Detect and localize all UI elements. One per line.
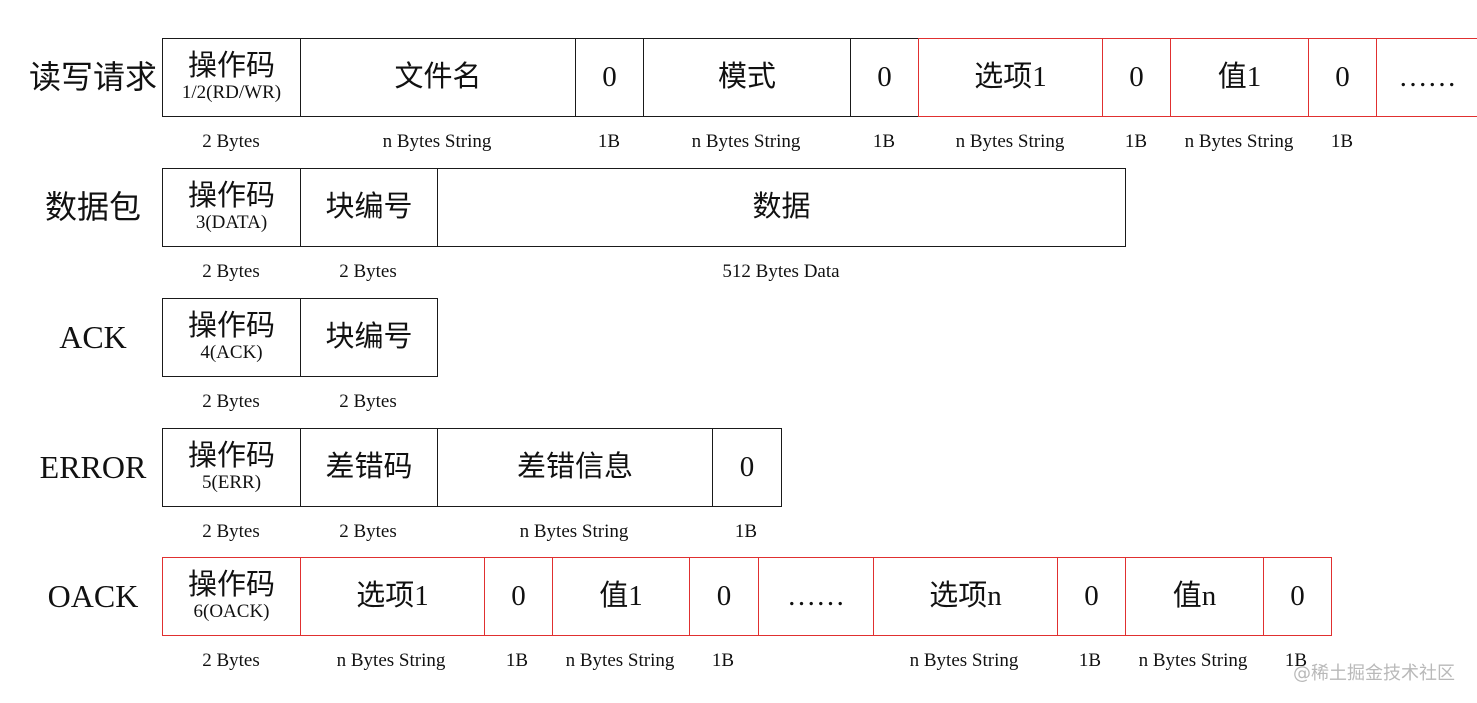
field-name: 0 bbox=[739, 451, 755, 484]
field-cell: 差错信息 bbox=[437, 428, 713, 507]
field-cell: 0 bbox=[1057, 557, 1126, 636]
field-name: 操作码 bbox=[187, 309, 275, 342]
field-size-label: 512 Bytes Data bbox=[722, 261, 840, 282]
field-name: 块编号 bbox=[325, 191, 413, 224]
field-cell: …… bbox=[758, 557, 874, 636]
field-name: 选项n bbox=[929, 580, 1002, 613]
field-size-label: n Bytes String bbox=[1184, 131, 1294, 152]
field-size-label: 1B bbox=[597, 131, 621, 152]
field-size-label: n Bytes String bbox=[691, 131, 801, 152]
field-cell: 0 bbox=[484, 557, 553, 636]
field-size-label: 2 Bytes bbox=[202, 650, 260, 671]
field-cell: 0 bbox=[850, 38, 919, 117]
opcode-value: 6(OACK) bbox=[193, 601, 270, 623]
field-cell: 模式 bbox=[643, 38, 851, 117]
opcode-value: 1/2(RD/WR) bbox=[181, 82, 282, 104]
field-cell: 选项n bbox=[873, 557, 1058, 636]
field-cell: 0 bbox=[689, 557, 759, 636]
field-size-label: 2 Bytes bbox=[202, 391, 260, 412]
field-size-label: 2 Bytes bbox=[202, 131, 260, 152]
watermark: @稀土掘金技术社区 bbox=[1293, 663, 1455, 684]
field-size-label: 1B bbox=[1284, 650, 1308, 671]
field-name: 差错码 bbox=[325, 451, 413, 484]
field-cell: …… bbox=[1376, 38, 1477, 117]
field-name: …… bbox=[1398, 61, 1457, 94]
row-label: ACK bbox=[59, 318, 127, 355]
field-cell: 0 bbox=[712, 428, 782, 507]
field-name: 操作码 bbox=[187, 49, 275, 82]
field-size-label: 1B bbox=[711, 650, 735, 671]
field-name: 0 bbox=[877, 61, 892, 94]
field-name: …… bbox=[787, 580, 845, 613]
field-size-label: n Bytes String bbox=[565, 650, 675, 671]
field-size-label: 2 Bytes bbox=[339, 521, 397, 542]
field-cell: 块编号 bbox=[300, 168, 438, 247]
field-cell: 数据 bbox=[437, 168, 1126, 247]
field-size-label: 2 Bytes bbox=[202, 521, 260, 542]
field-name: 0 bbox=[716, 580, 732, 613]
field-cell: 0 bbox=[1308, 38, 1377, 117]
field-name: 操作码 bbox=[187, 179, 275, 212]
field-name: 值1 bbox=[1217, 61, 1262, 94]
field-cell: 文件名 bbox=[300, 38, 576, 117]
field-size-label: 2 Bytes bbox=[202, 261, 260, 282]
field-cell: 块编号 bbox=[300, 298, 438, 377]
field-size-label: n Bytes String bbox=[955, 131, 1065, 152]
field-name: 值1 bbox=[599, 580, 643, 613]
field-name: 0 bbox=[602, 61, 617, 94]
field-cell: 值1 bbox=[1170, 38, 1309, 117]
opcode-value: 3(DATA) bbox=[195, 212, 268, 234]
field-size-label: n Bytes String bbox=[382, 131, 492, 152]
row-label: 读写请求 bbox=[28, 58, 157, 95]
field-name: 值n bbox=[1172, 580, 1217, 613]
field-size-label: 1B bbox=[872, 131, 896, 152]
field-cell: 0 bbox=[1263, 557, 1332, 636]
field-size-label: 2 Bytes bbox=[339, 391, 397, 412]
field-name: 0 bbox=[1335, 61, 1350, 94]
opcode-value: 4(ACK) bbox=[200, 342, 263, 364]
field-size-label: 1B bbox=[1124, 131, 1148, 152]
field-name: 0 bbox=[1290, 580, 1305, 613]
field-size-label: n Bytes String bbox=[909, 650, 1019, 671]
field-name: 模式 bbox=[717, 61, 776, 94]
field-name: 文件名 bbox=[394, 61, 482, 94]
field-name: 操作码 bbox=[187, 568, 275, 601]
field-size-label: n Bytes String bbox=[1138, 650, 1248, 671]
field-name: 差错信息 bbox=[516, 451, 633, 484]
field-cell: 差错码 bbox=[300, 428, 438, 507]
row-label: ERROR bbox=[39, 448, 147, 485]
field-size-label: 1B bbox=[734, 521, 758, 542]
field-name: 选项1 bbox=[356, 580, 429, 613]
field-cell: 选项1 bbox=[918, 38, 1103, 117]
opcode-value: 5(ERR) bbox=[201, 472, 262, 494]
field-cell: 0 bbox=[1102, 38, 1171, 117]
field-cell: 值n bbox=[1125, 557, 1264, 636]
field-cell: 0 bbox=[575, 38, 644, 117]
field-name: 块编号 bbox=[325, 321, 413, 354]
field-cell: 选项1 bbox=[300, 557, 485, 636]
field-name: 0 bbox=[1129, 61, 1144, 94]
field-name: 0 bbox=[511, 580, 526, 613]
field-name: 数据 bbox=[752, 191, 811, 224]
field-size-label: 1B bbox=[505, 650, 529, 671]
row-label: OACK bbox=[47, 577, 139, 614]
field-size-label: n Bytes String bbox=[519, 521, 629, 542]
field-size-label: 2 Bytes bbox=[339, 261, 397, 282]
field-name: 选项1 bbox=[974, 61, 1047, 94]
field-name: 操作码 bbox=[187, 439, 275, 472]
row-label: 数据包 bbox=[44, 188, 141, 225]
field-size-label: 1B bbox=[1330, 131, 1354, 152]
field-size-label: 1B bbox=[1078, 650, 1102, 671]
field-cell: 值1 bbox=[552, 557, 690, 636]
field-name: 0 bbox=[1084, 580, 1099, 613]
field-size-label: n Bytes String bbox=[336, 650, 446, 671]
